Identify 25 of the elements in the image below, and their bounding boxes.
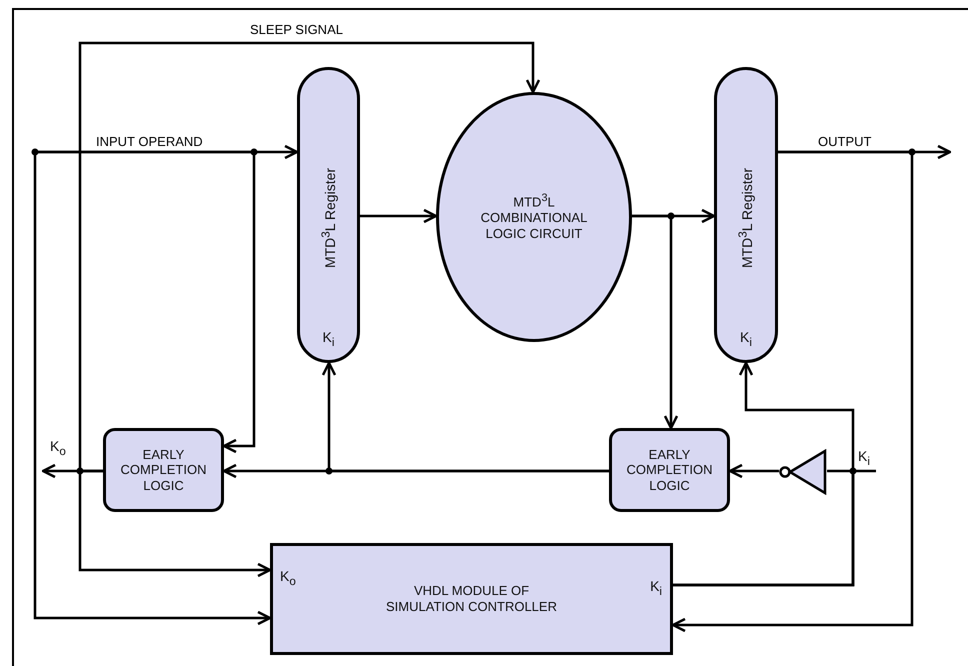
signal-label: K$_{o}$ xyxy=(50,438,66,459)
connector-arrow xyxy=(322,362,609,472)
inverter-symbol xyxy=(779,449,827,495)
port-label: K$_{i}$ xyxy=(740,329,752,350)
logic-box xyxy=(609,428,730,512)
edge-label: INPUT OPERAND xyxy=(96,134,203,149)
port-label: K$_{i}$ xyxy=(322,329,334,350)
signal-label: K$_{i}$ xyxy=(858,448,870,469)
box-label: EARLY COMPLETION LOGIC xyxy=(120,446,208,494)
ellipse-label: MTD$^{3}$L xyxy=(512,192,556,210)
port-label: K$_{i}$ xyxy=(650,578,662,599)
ellipse-label: COMBINATIONAL LOGIC CIRCUIT xyxy=(480,210,588,242)
connector-arrow xyxy=(35,150,256,454)
edge-label: SLEEP SIGNAL xyxy=(250,22,343,37)
connector-arrow xyxy=(360,208,438,224)
connector-arrow xyxy=(78,470,272,578)
port-label: K$_{o}$ xyxy=(280,568,296,589)
logic-box xyxy=(103,428,224,512)
module-box xyxy=(270,543,673,655)
box-label: EARLY COMPLETION LOGIC xyxy=(626,446,714,494)
connector-arrow xyxy=(672,150,914,632)
module-label: VHDL MODULE OF SIMULATION CONTROLLER xyxy=(385,583,558,615)
edge-label: OUTPUT xyxy=(818,134,872,149)
connector-arrow xyxy=(632,214,678,430)
connector-arrow xyxy=(728,464,779,478)
